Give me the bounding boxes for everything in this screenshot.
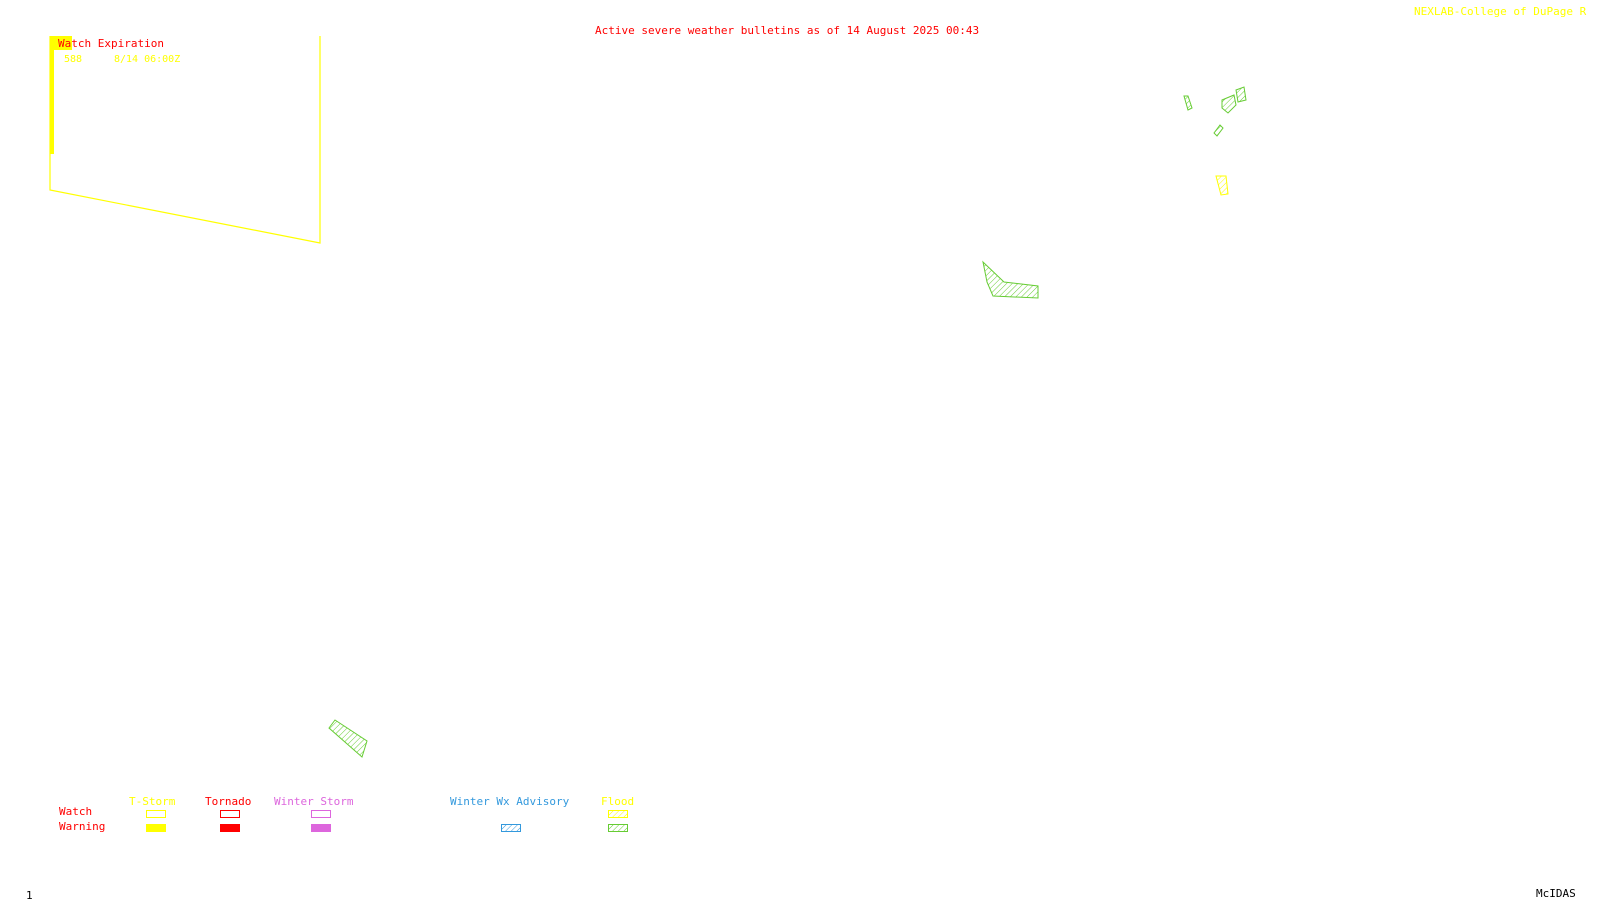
watch-marker-bar bbox=[50, 36, 54, 154]
watch-expiration-time: 8/14 06:00Z bbox=[114, 54, 181, 65]
legend-category-tstorm: T-Storm bbox=[129, 795, 176, 808]
credit-label: NEXLAB-College of DuPage R bbox=[1414, 5, 1587, 18]
flood-warning-polygon bbox=[1235, 86, 1247, 103]
flood-watch-polygon bbox=[1215, 175, 1229, 196]
legend-swatch-winter-storm-watch bbox=[311, 810, 331, 818]
watch-marker-block bbox=[50, 36, 72, 50]
legend-swatch-winter-storm-warning bbox=[311, 824, 331, 832]
legend-swatch-flood-warning bbox=[608, 824, 628, 832]
flood-warning-polygon bbox=[328, 719, 368, 758]
tstorm-watch-outline bbox=[49, 36, 321, 244]
watch-number: 588 bbox=[64, 54, 83, 65]
legend-category-tornado: Tornado bbox=[205, 795, 252, 808]
legend-swatch-tstorm-watch bbox=[146, 810, 166, 818]
flood-warning-polygon bbox=[982, 260, 1039, 299]
legend-swatch-winter-advisory bbox=[501, 824, 521, 832]
legend-swatch-tornado-warning bbox=[220, 824, 240, 832]
legend-category-flood: Flood bbox=[601, 795, 635, 808]
flood-warning-polygon bbox=[1221, 94, 1237, 114]
page-title: Active severe weather bulletins as of 14… bbox=[595, 24, 980, 37]
frame-number: 1 bbox=[26, 889, 33, 902]
legend-category-winter-advisory: Winter Wx Advisory bbox=[450, 795, 570, 808]
legend-row-warning: Warning bbox=[59, 820, 106, 833]
legend-swatch-tstorm-warning bbox=[146, 824, 166, 832]
watch-panel-heading: Watch Expiration bbox=[58, 37, 164, 50]
flood-warning-polygon bbox=[1213, 124, 1224, 137]
flood-warning-polygon bbox=[1183, 95, 1193, 111]
legend-swatch-flood-watch bbox=[608, 810, 628, 818]
legend-category-winter-storm: Winter Storm bbox=[274, 795, 354, 808]
legend-swatch-tornado-watch bbox=[220, 810, 240, 818]
legend-row-watch: Watch bbox=[59, 805, 93, 818]
software-label: McIDAS bbox=[1536, 887, 1576, 900]
